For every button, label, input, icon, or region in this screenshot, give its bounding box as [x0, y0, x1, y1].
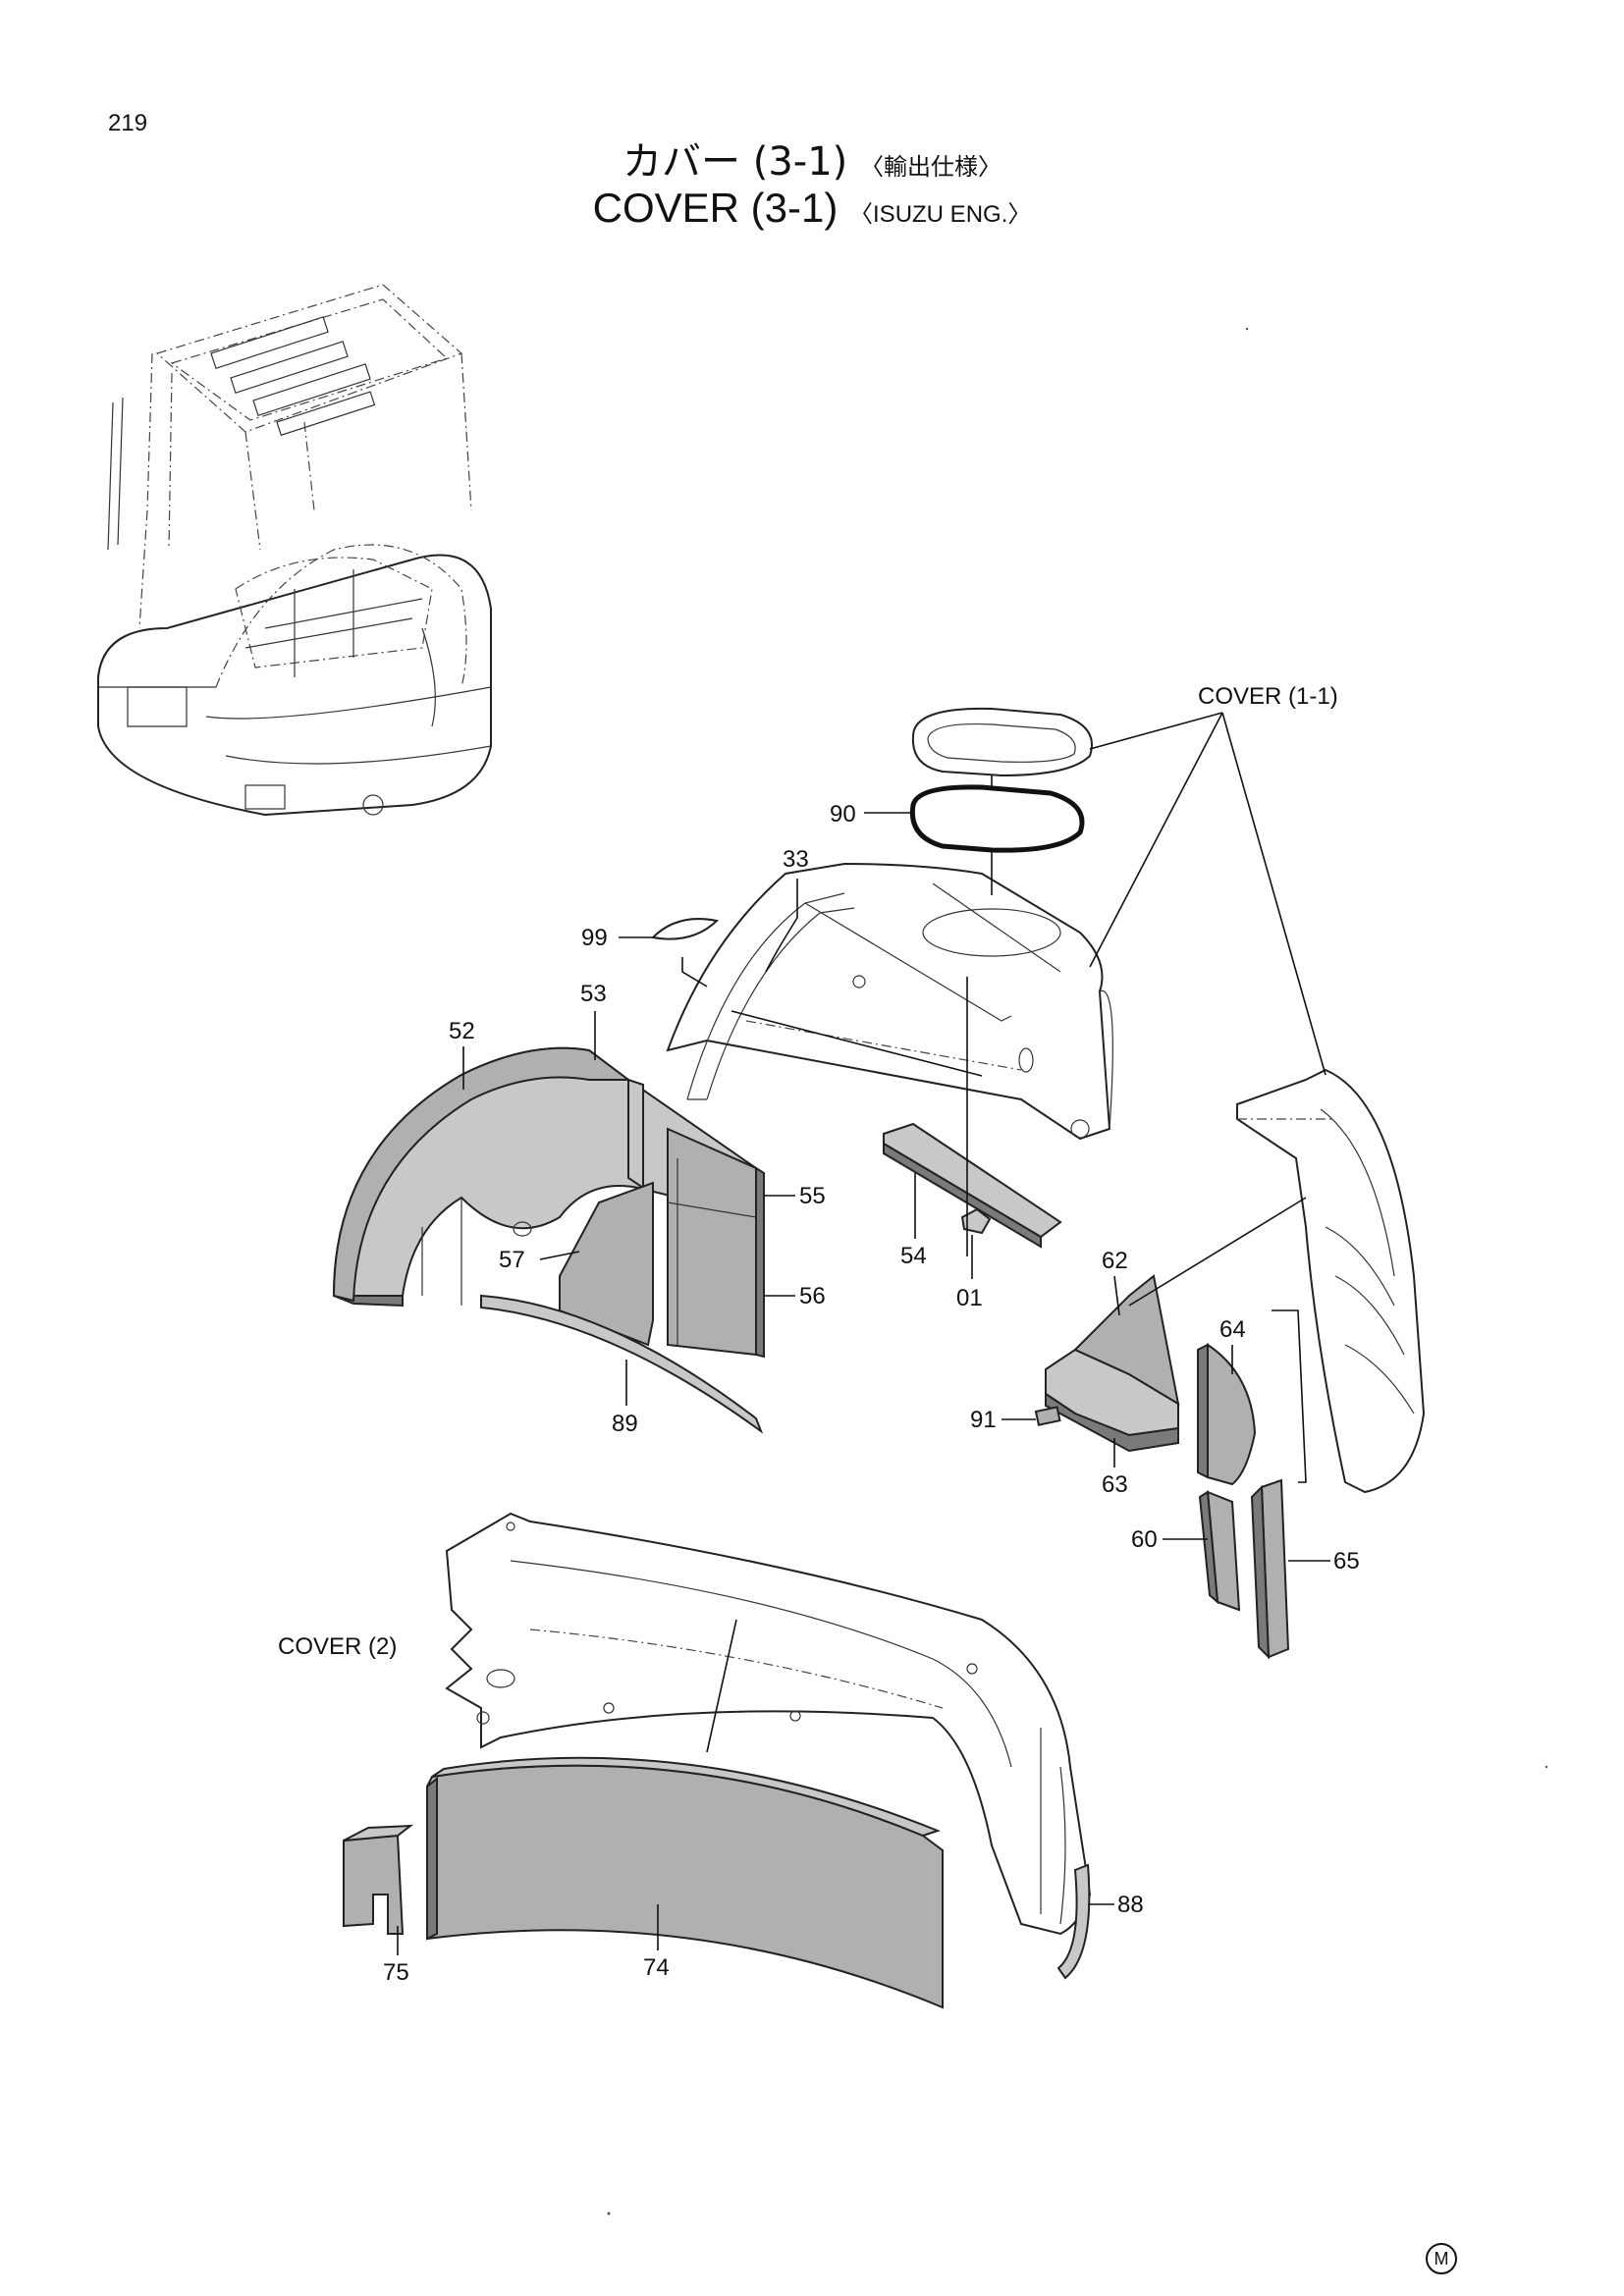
manufacturer-mark: M [1426, 2243, 1457, 2274]
label-56: 56 [799, 1283, 826, 1309]
title-english: COVER (3-1) 〈ISUZU ENG.〉 [0, 185, 1624, 232]
leader-lines [397, 712, 1330, 1955]
label-54: 54 [900, 1243, 927, 1269]
label-75: 75 [383, 1959, 409, 1986]
ref-cover-1-1: COVER (1-1) [1198, 683, 1338, 710]
part-89-strip [480, 1294, 764, 1434]
part-91-small-pad [1034, 1406, 1061, 1426]
part-54-pad [883, 1122, 1062, 1249]
label-63: 63 [1102, 1471, 1128, 1498]
part-64-pad [1197, 1343, 1257, 1486]
part-99-pad [650, 918, 720, 940]
label-89: 89 [612, 1411, 638, 1437]
label-57: 57 [499, 1247, 525, 1273]
label-60: 60 [1131, 1526, 1158, 1553]
part-01-clip [960, 1207, 992, 1235]
label-53: 53 [580, 981, 607, 1007]
title-jp-sub: 〈輸出仕様〉 [859, 153, 1001, 181]
label-01: 01 [956, 1285, 983, 1311]
part-90-seal [909, 784, 1085, 853]
part-55-56-vertical-pad [667, 1127, 765, 1359]
scan-specks [607, 327, 1548, 2216]
bracket-line-64 [1272, 1309, 1307, 1483]
ref-cover-2: COVER (2) [278, 1633, 397, 1660]
title-en-main: COVER (3-1) [592, 185, 839, 231]
label-33: 33 [783, 846, 809, 873]
right-side-cover [1236, 1068, 1426, 1494]
part-62-63-corner-pad [1045, 1274, 1180, 1453]
part-88-strip [1056, 1863, 1091, 1980]
part-65-pad [1250, 1478, 1290, 1660]
page-number: 219 [108, 110, 148, 136]
title-japanese: カバー (3-1) 〈輸出仕様〉 [0, 130, 1624, 187]
part-52-53-insulation-pad [332, 1046, 757, 1308]
lower-rear-cover [445, 1512, 1092, 1936]
part-labels: COVER (1-1) COVER (2) 90 33 99 53 52 55 … [278, 683, 1360, 1986]
label-55: 55 [799, 1183, 826, 1209]
machine-overview-illustration [97, 284, 492, 817]
cover-frame-ring [911, 707, 1093, 777]
label-74: 74 [643, 1954, 670, 1981]
title-en-sub: 〈ISUZU ENG.〉 [849, 201, 1032, 228]
label-64: 64 [1219, 1316, 1246, 1343]
label-52: 52 [449, 1018, 475, 1044]
label-91: 91 [970, 1407, 997, 1433]
part-74-lower-pad [426, 1756, 944, 2009]
label-65: 65 [1333, 1548, 1360, 1575]
title-jp-main: カバー (3-1) [623, 139, 848, 185]
label-90: 90 [830, 801, 856, 828]
label-99: 99 [581, 925, 608, 951]
part-75-lower-pad [343, 1824, 414, 1935]
part-60-pad [1198, 1490, 1241, 1612]
label-62: 62 [1102, 1248, 1128, 1274]
part-33-upper-cover [666, 862, 1113, 1141]
label-88: 88 [1117, 1892, 1144, 1918]
